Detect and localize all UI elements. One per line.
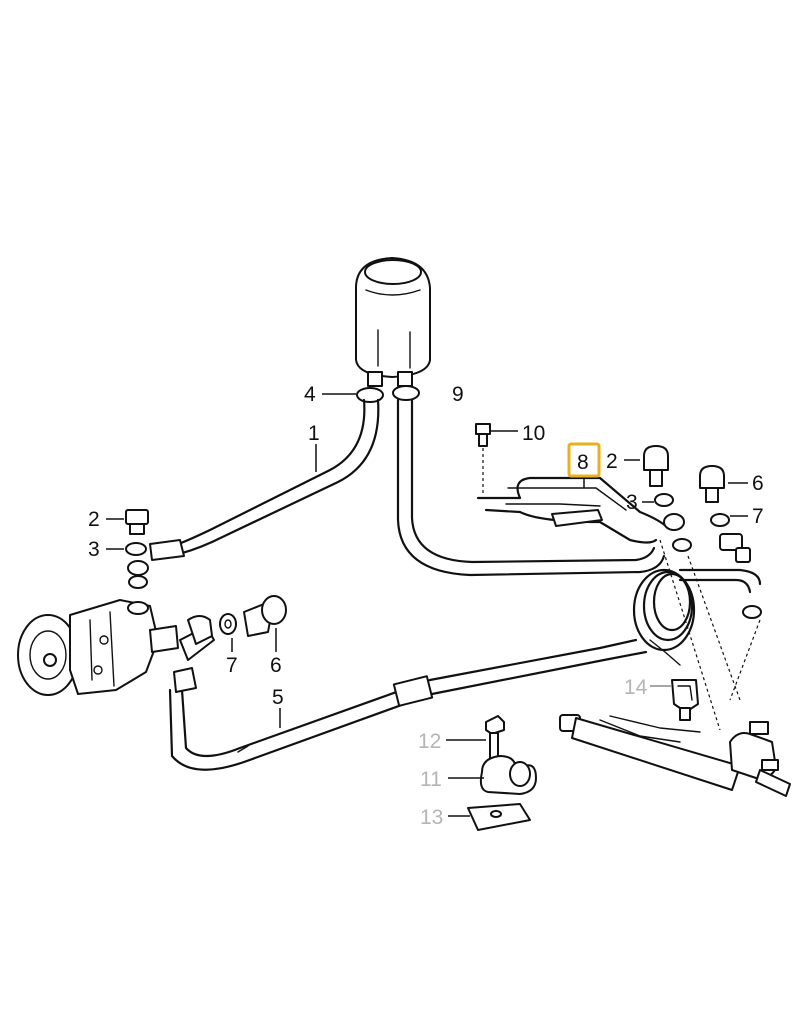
clip-nut-13[interactable] — [467, 803, 531, 831]
seal-ring-3-left[interactable] — [125, 542, 149, 589]
hose-clamp-left[interactable] — [356, 387, 384, 403]
label-3-right[interactable]: 3 — [626, 491, 638, 514]
power-steering-pump[interactable] — [17, 599, 179, 696]
fluid-reservoir[interactable] — [355, 257, 431, 387]
label-7-right[interactable]: 7 — [752, 505, 764, 528]
label-5[interactable]: 5 — [272, 686, 284, 709]
label-4[interactable]: 4 — [304, 383, 316, 406]
hose-bracket-14[interactable] — [671, 679, 699, 721]
hollow-bolt-10[interactable] — [475, 423, 491, 495]
label-6-left[interactable]: 6 — [270, 654, 282, 677]
hose-clamp-right[interactable] — [392, 385, 420, 401]
hollow-bolt-6-left[interactable] — [243, 595, 287, 637]
hose-clamp-11[interactable] — [479, 755, 537, 795]
label-10[interactable]: 10 — [522, 422, 545, 445]
steering-rack[interactable] — [559, 714, 791, 797]
label-8[interactable]: 8 — [577, 451, 589, 474]
hollow-bolt-2-right[interactable] — [643, 445, 669, 487]
label-12[interactable]: 11 — [420, 768, 442, 791]
banjo-fitting-left[interactable] — [187, 615, 213, 645]
return-hose[interactable] — [396, 398, 666, 577]
seal-ring-7-left[interactable] — [219, 613, 237, 635]
seal-ring-7-right[interactable] — [710, 513, 730, 527]
highlight-box-8 — [567, 442, 601, 478]
hollow-bolt-6-right[interactable] — [699, 465, 725, 503]
guide-line-2 — [729, 619, 761, 701]
label-3-left[interactable]: 3 — [88, 538, 100, 561]
bolt-12[interactable] — [485, 715, 505, 760]
pipe-fitting-right[interactable] — [719, 533, 751, 563]
label-2-right[interactable]: 2 — [606, 450, 618, 473]
label-13[interactable]: 13 — [420, 806, 443, 829]
label-7-left[interactable]: 7 — [226, 654, 238, 677]
label-6-right[interactable]: 6 — [752, 472, 764, 495]
suction-hose[interactable] — [149, 398, 380, 561]
banjo-fitting-right[interactable] — [663, 513, 692, 552]
pressure-coil[interactable] — [632, 568, 762, 652]
label-14[interactable]: 14 — [624, 676, 648, 699]
label-9[interactable]: 9 — [452, 383, 464, 406]
label-2-left[interactable]: 2 — [88, 508, 100, 531]
hollow-bolt-2-left[interactable] — [125, 509, 149, 535]
label-11[interactable]: 12 — [418, 730, 441, 753]
seal-ring-3-right[interactable] — [654, 493, 674, 507]
oil-cooler-line[interactable] — [476, 476, 670, 544]
guide-line-1 — [687, 555, 741, 701]
label-1[interactable]: 1 — [308, 422, 320, 445]
